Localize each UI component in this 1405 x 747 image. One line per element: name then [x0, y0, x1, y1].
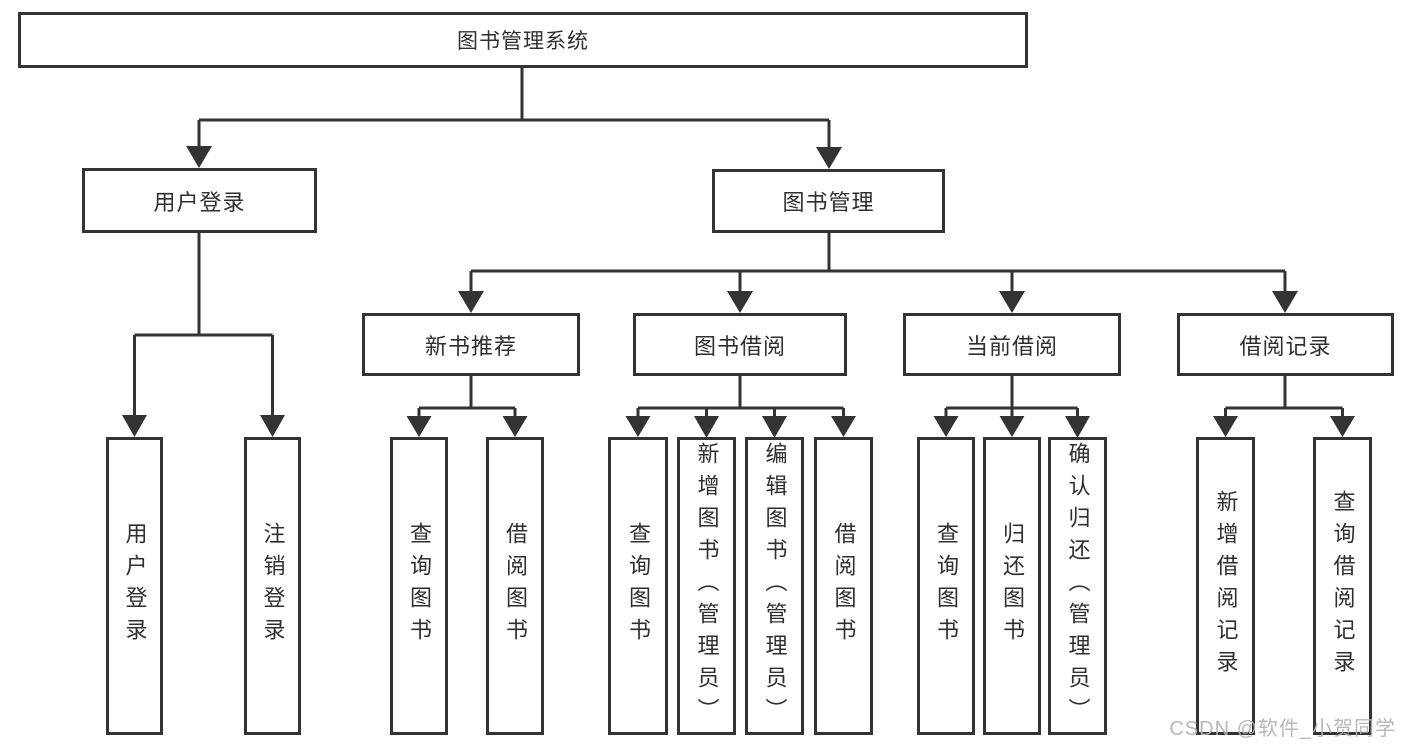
leaf-borrow-books-2: 借阅图书	[814, 437, 873, 735]
arrowheads-level2	[186, 146, 842, 169]
arrowheads-borrow-records-group	[1213, 416, 1355, 437]
leaf-return-books: 归还图书	[983, 437, 1041, 735]
leaf-borrow-books-2-label: 借阅图书	[831, 522, 857, 650]
leaf-query-borrow-record: 查询借阅记录	[1313, 437, 1372, 735]
leaf-user-login: 用户登录	[106, 437, 163, 735]
leaf-edit-books-admin-label: 编辑图书（管理员）	[762, 442, 788, 730]
node-current-borrowing: 当前借阅	[903, 313, 1121, 376]
node-book-management-label: 图书管理	[782, 190, 875, 215]
node-library-system: 图书管理系统	[18, 12, 1028, 68]
leaf-borrow-books-1: 借阅图书	[486, 437, 544, 735]
node-borrowing-records-label: 借阅记录	[1239, 333, 1332, 359]
arrowheads-user-login-group	[122, 415, 285, 437]
arrowheads-new-books-group	[406, 416, 528, 437]
node-new-book-recommend: 新书推荐	[362, 313, 580, 376]
node-current-borrowing-label: 当前借阅	[965, 333, 1058, 359]
leaf-query-books-2-label: 查询图书	[626, 522, 651, 650]
leaf-add-borrow-record-label: 新增借阅记录	[1213, 490, 1239, 682]
leaf-borrow-books-1-label: 借阅图书	[503, 522, 528, 650]
connector-current-borrow-group	[944, 374, 1079, 421]
leaf-add-books-admin: 新增图书（管理员）	[677, 437, 736, 735]
connector-book-borrow-group	[636, 374, 845, 421]
arrowheads-book-borrow-group	[625, 416, 856, 438]
leaf-add-books-admin-label: 新增图书（管理员）	[694, 442, 720, 730]
node-library-system-label: 图书管理系统	[457, 30, 589, 53]
connector-user-login-group	[133, 231, 274, 420]
node-user-login-label: 用户登录	[153, 189, 246, 215]
leaf-query-books-1-label: 查询图书	[407, 522, 432, 650]
leaf-add-borrow-record: 新增借阅记录	[1196, 437, 1255, 735]
connector-new-books-group	[417, 374, 517, 421]
node-book-management: 图书管理	[712, 169, 945, 233]
leaf-logout: 注销登录	[244, 437, 301, 735]
watermark: CSDN @软件_小贺同学	[1169, 718, 1396, 740]
leaf-return-books-label: 归还图书	[1000, 522, 1025, 650]
leaf-query-books-1: 查询图书	[390, 437, 448, 735]
leaf-query-books-3-label: 查询图书	[934, 522, 959, 650]
leaf-query-borrow-record-label: 查询借阅记录	[1330, 490, 1356, 682]
node-user-login: 用户登录	[82, 168, 317, 233]
node-new-book-recommend-label: 新书推荐	[424, 333, 517, 359]
node-book-borrowing-label: 图书借阅	[693, 333, 786, 359]
connector-book-mgmt-to-level3	[469, 231, 1287, 295]
arrowheads-level3	[458, 291, 1298, 313]
connector-root-to-level2	[197, 66, 831, 151]
leaf-user-login-label: 用户登录	[122, 522, 148, 650]
leaf-edit-books-admin: 编辑图书（管理员）	[745, 437, 804, 735]
leaf-query-books-3: 查询图书	[917, 437, 975, 735]
node-book-borrowing: 图书借阅	[633, 313, 847, 376]
leaf-confirm-return-admin: 确认归还（管理员）	[1048, 437, 1107, 735]
arrowheads-current-borrow-group	[933, 416, 1090, 438]
node-borrowing-records: 借阅记录	[1177, 313, 1394, 376]
leaf-logout-label: 注销登录	[260, 522, 286, 650]
leaf-confirm-return-admin-label: 确认归还（管理员）	[1065, 442, 1091, 730]
connector-borrow-records-group	[1224, 374, 1344, 421]
leaf-query-books-2: 查询图书	[608, 437, 668, 735]
